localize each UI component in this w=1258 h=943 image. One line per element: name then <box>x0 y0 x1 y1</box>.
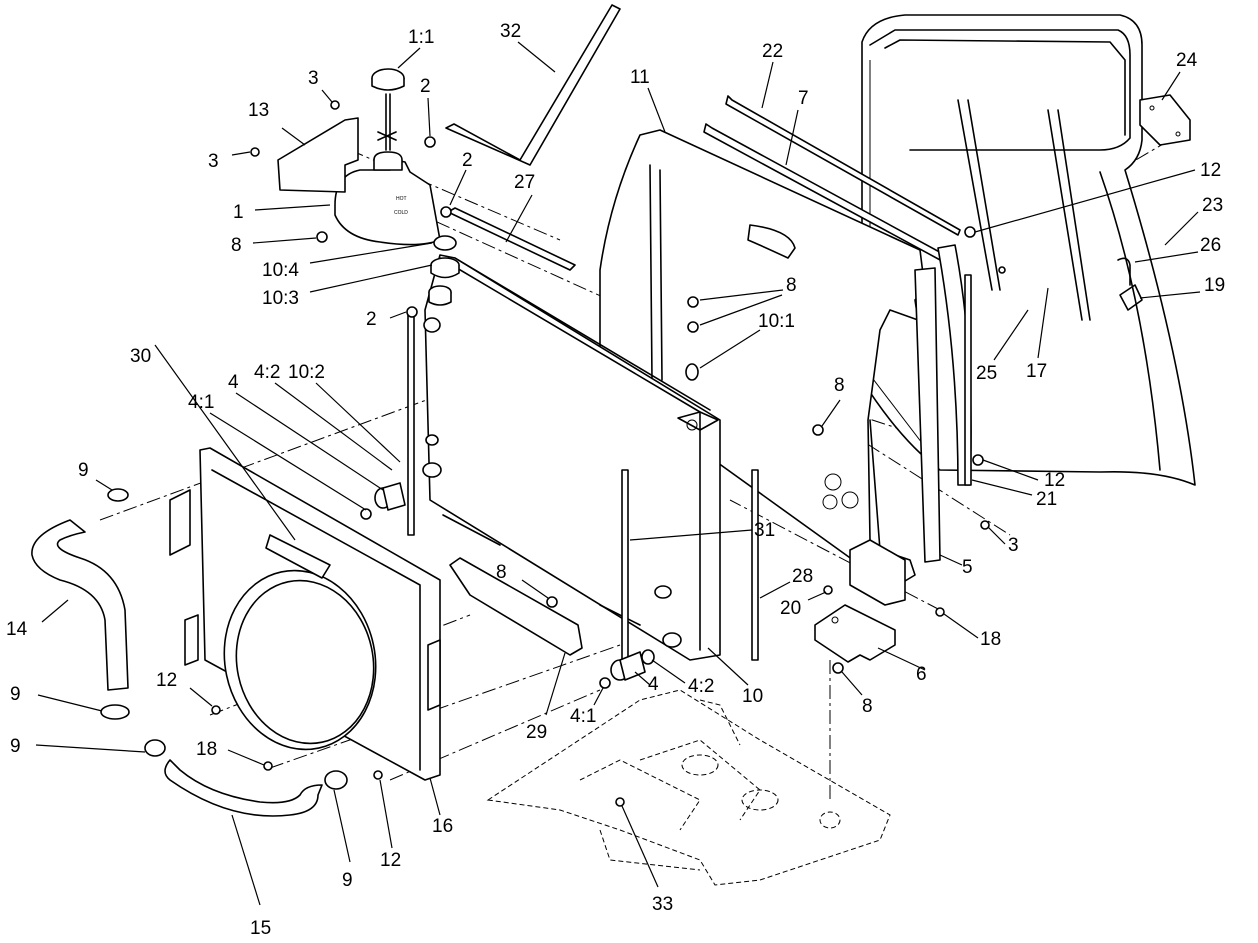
rods <box>407 274 972 661</box>
callout-4-1: 4:1 <box>570 706 596 727</box>
callout-25: 25 <box>976 363 997 384</box>
callout-10-1: 10:1 <box>758 311 795 332</box>
fan-shroud <box>169 447 441 781</box>
callout-21: 21 <box>1036 489 1057 510</box>
mount-plate <box>599 129 926 591</box>
callout-6: 6 <box>916 664 927 685</box>
callout-26: 26 <box>1200 235 1221 256</box>
fittings <box>360 482 655 689</box>
leader-lines <box>35 41 1201 906</box>
hoses <box>31 488 348 817</box>
callout-22: 22 <box>762 41 783 62</box>
callout-30: 30 <box>130 346 151 367</box>
callout-3: 3 <box>308 68 319 89</box>
callout-1: 1 <box>233 202 244 223</box>
callout-8: 8 <box>834 375 845 396</box>
callout-31: 31 <box>754 520 775 541</box>
callout-17: 17 <box>1026 361 1047 382</box>
callout-8: 8 <box>786 275 797 296</box>
callout-10-4: 10:4 <box>262 260 299 281</box>
callout-3: 3 <box>1008 535 1019 556</box>
callout-1-1: 1:1 <box>408 27 434 48</box>
callout-16: 16 <box>432 816 453 837</box>
bracket-6 <box>814 604 896 663</box>
callout-24: 24 <box>1176 50 1198 71</box>
callout-4-1: 4:1 <box>188 392 214 413</box>
callout-28: 28 <box>792 566 813 587</box>
callout-8: 8 <box>496 562 507 583</box>
callout-12: 12 <box>380 850 401 871</box>
callout-23: 23 <box>1202 195 1223 216</box>
tank-hot-mark: HOT <box>396 196 407 202</box>
callout-9: 9 <box>10 736 21 757</box>
seal-strips <box>445 4 972 486</box>
tank-cold-mark: COLD <box>394 210 408 216</box>
callout-2: 2 <box>420 76 431 97</box>
radiator <box>422 254 721 661</box>
callout-13: 13 <box>248 100 269 121</box>
callout-4-2: 4:2 <box>688 676 714 697</box>
side-rail <box>849 267 941 606</box>
callout-4: 4 <box>648 674 659 695</box>
callout-15: 15 <box>250 918 271 939</box>
callout-12: 12 <box>1200 160 1221 181</box>
callout-11: 11 <box>630 67 650 88</box>
callout-12: 12 <box>1044 470 1065 491</box>
callout-9: 9 <box>78 460 89 481</box>
callout-8: 8 <box>862 696 873 717</box>
callout-27: 27 <box>514 172 535 193</box>
callout-9: 9 <box>342 870 353 891</box>
callout-5: 5 <box>962 557 973 578</box>
callout-10-2: 10:2 <box>288 362 325 383</box>
callout-7: 7 <box>798 88 809 109</box>
callout-4-2: 4:2 <box>254 362 280 383</box>
frame-ghost <box>486 689 891 886</box>
callout-10-3: 10:3 <box>262 288 299 309</box>
callout-19: 19 <box>1204 275 1225 296</box>
callout-4: 4 <box>228 372 239 393</box>
callout-10: 10 <box>742 686 763 707</box>
callout-14: 14 <box>6 619 28 640</box>
expansion-tank: HOT COLD <box>277 68 441 246</box>
callout-29: 29 <box>526 722 547 743</box>
callout-12: 12 <box>156 670 177 691</box>
callout-8: 8 <box>231 235 242 256</box>
callout-2: 2 <box>366 309 377 330</box>
callout-2: 2 <box>462 150 473 171</box>
callout-32: 32 <box>500 21 521 42</box>
hood-shroud <box>861 14 1196 486</box>
callout-3: 3 <box>208 151 219 172</box>
callout-33: 33 <box>652 894 673 915</box>
hardware <box>211 100 1006 780</box>
callout-18: 18 <box>196 739 217 760</box>
radiator-cap <box>428 235 460 306</box>
callout-labels: 1:1 32 11 22 7 24 3 2 13 3 2 27 1 8 10:4… <box>6 21 1225 939</box>
callout-20: 20 <box>780 598 801 619</box>
callout-18: 18 <box>980 629 1001 650</box>
callout-9: 9 <box>10 684 21 705</box>
bracket-29 <box>449 557 583 656</box>
